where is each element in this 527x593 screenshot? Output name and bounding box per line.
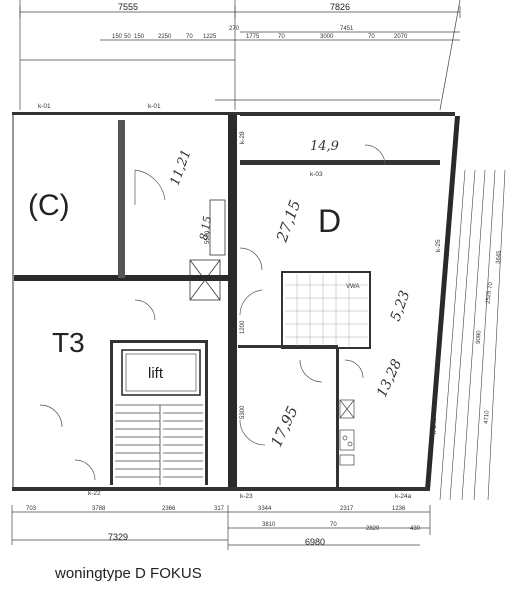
dim-bottom-row-1: 703 xyxy=(26,506,37,512)
handwritten-area-5: 5,23 xyxy=(388,289,414,324)
dim-top-row-12: 2070 xyxy=(394,34,408,40)
room-label-t3: T3 xyxy=(52,327,85,358)
wall-tag-k01-left: k-01 xyxy=(38,103,51,110)
dim-right-4: 4710 xyxy=(484,410,491,424)
wall-tag-k24b: k-24b xyxy=(431,417,438,434)
dim-top-sub: 7451 xyxy=(340,26,354,32)
dim-top-right: 7826 xyxy=(330,2,350,12)
dim-top-row-2: 50 xyxy=(124,34,131,40)
dim-top-row-11: 70 xyxy=(368,34,375,40)
dim-top-row-4: 2250 xyxy=(158,34,172,40)
room-label-lift: lift xyxy=(148,365,164,382)
room-label-c: (C) xyxy=(28,189,70,222)
wall-tag-k25: k-25 xyxy=(435,239,442,252)
wall-tag-k22: k-22 xyxy=(88,490,101,497)
dim-bottom-right: 6980 xyxy=(305,537,325,547)
dim-top-row-6: 1225 xyxy=(203,34,217,40)
handwritten-area-2: 14,9 xyxy=(310,139,339,154)
dim-top-left: 7555 xyxy=(118,2,138,12)
door-swings xyxy=(39,144,386,481)
dim-top-row-3: 150 xyxy=(134,34,145,40)
dim-bottom-sub-4: 430 xyxy=(410,526,421,532)
handwritten-area-6: 13,28 xyxy=(374,357,405,400)
wall-tag-k23: k-23 xyxy=(240,493,253,500)
handwritten-area-1: 11,21 xyxy=(168,148,195,188)
dim-right-5: 70 xyxy=(488,281,494,289)
handwritten-area-3: 8,15 xyxy=(197,215,214,241)
shafts xyxy=(189,199,226,301)
dim-inner-1: 5500 xyxy=(205,230,211,244)
dim-inner-3: 5300 xyxy=(240,405,246,419)
lift-car xyxy=(125,353,197,392)
dim-top-row-9: 70 xyxy=(278,34,285,40)
handwritten-area-7: 17,95 xyxy=(267,403,301,450)
bottom-dimension-lines xyxy=(11,505,431,550)
plan-caption: woningtype D FOKUS xyxy=(55,565,202,582)
dim-right-3: 3645 xyxy=(496,250,503,264)
wall-tag-k28: k-28 xyxy=(239,131,246,144)
dim-bottom-row-6: 2317 xyxy=(340,506,354,512)
dim-bottom-left: 7329 xyxy=(108,532,128,542)
right-dimension-lines xyxy=(439,169,506,501)
dim-top-row-10: 3000 xyxy=(320,34,334,40)
room-label-vwa: VWA xyxy=(346,284,359,290)
dim-bottom-row-7: 1236 xyxy=(392,506,406,512)
top-dimension-lines xyxy=(19,0,461,111)
dim-inner-2: 1200 xyxy=(240,320,246,334)
dim-top-row-1: 150 xyxy=(112,34,123,40)
wall-tag-k24a: k-24a xyxy=(395,493,412,500)
staircase xyxy=(115,404,203,485)
dim-bottom-sub-3: 2820 xyxy=(366,526,380,532)
kitchen-units xyxy=(339,399,355,466)
dim-bottom-row-2: 3788 xyxy=(92,506,106,512)
dim-right-2: 2525 xyxy=(486,290,493,304)
walls xyxy=(12,112,460,491)
dim-bottom-row-3: 2366 xyxy=(162,506,176,512)
room-label-d: D xyxy=(318,203,341,239)
dim-bottom-sub-1: 3810 xyxy=(262,522,276,528)
handwritten-area-4: 27,15 xyxy=(272,198,304,245)
dim-top-row-7: 270 xyxy=(229,26,240,32)
dim-bottom-sub-2: 70 xyxy=(330,522,337,528)
dim-bottom-row-4: 317 xyxy=(214,506,225,512)
dim-top-row-5: 70 xyxy=(186,34,193,40)
dim-right-1: 9090 xyxy=(476,330,483,344)
dim-top-row-8: 1775 xyxy=(246,34,260,40)
lift-shaft xyxy=(121,349,201,396)
bathroom-tile-pattern xyxy=(285,274,368,346)
dim-bottom-row-5: 3344 xyxy=(258,506,272,512)
wall-tag-k01-right: k-01 xyxy=(148,103,161,110)
wall-tag-k03: k-03 xyxy=(310,171,323,178)
